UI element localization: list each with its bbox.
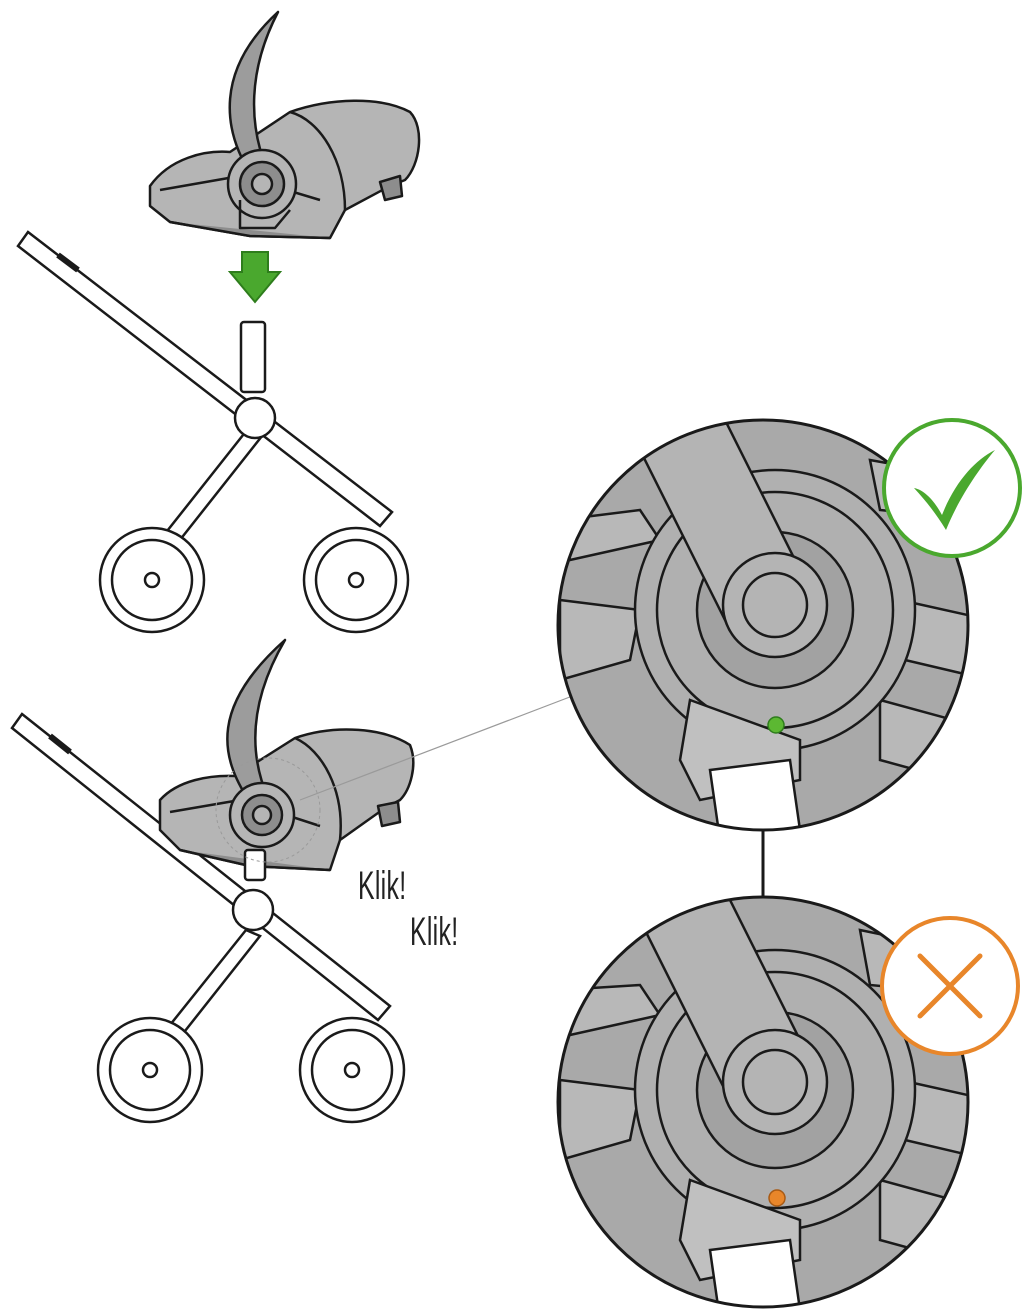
detail-incorrect bbox=[556, 895, 970, 1309]
orange-indicator-dot bbox=[768, 1189, 786, 1207]
stroller-frame-top bbox=[16, 230, 410, 634]
cross-icon bbox=[917, 953, 983, 1019]
checkmark-icon bbox=[914, 450, 995, 530]
correct-badge bbox=[882, 418, 1022, 558]
stroller-frame-bottom bbox=[10, 712, 406, 1124]
car-seat-attached bbox=[158, 638, 415, 882]
click-sound-label-2: Klik! bbox=[410, 910, 459, 954]
zoom-leader-line bbox=[299, 694, 576, 801]
wheel-front-top bbox=[302, 526, 410, 634]
wheel-front-bottom bbox=[298, 1016, 406, 1124]
incorrect-badge bbox=[880, 916, 1020, 1056]
wheel-rear-top bbox=[98, 526, 206, 634]
car-seat-top bbox=[148, 10, 421, 240]
click-sound-label-1: Klik! bbox=[358, 864, 407, 908]
down-arrow-icon bbox=[227, 251, 283, 304]
detail-correct bbox=[556, 418, 970, 832]
wheel-rear-bottom bbox=[96, 1016, 204, 1124]
green-indicator-dot bbox=[767, 716, 785, 734]
